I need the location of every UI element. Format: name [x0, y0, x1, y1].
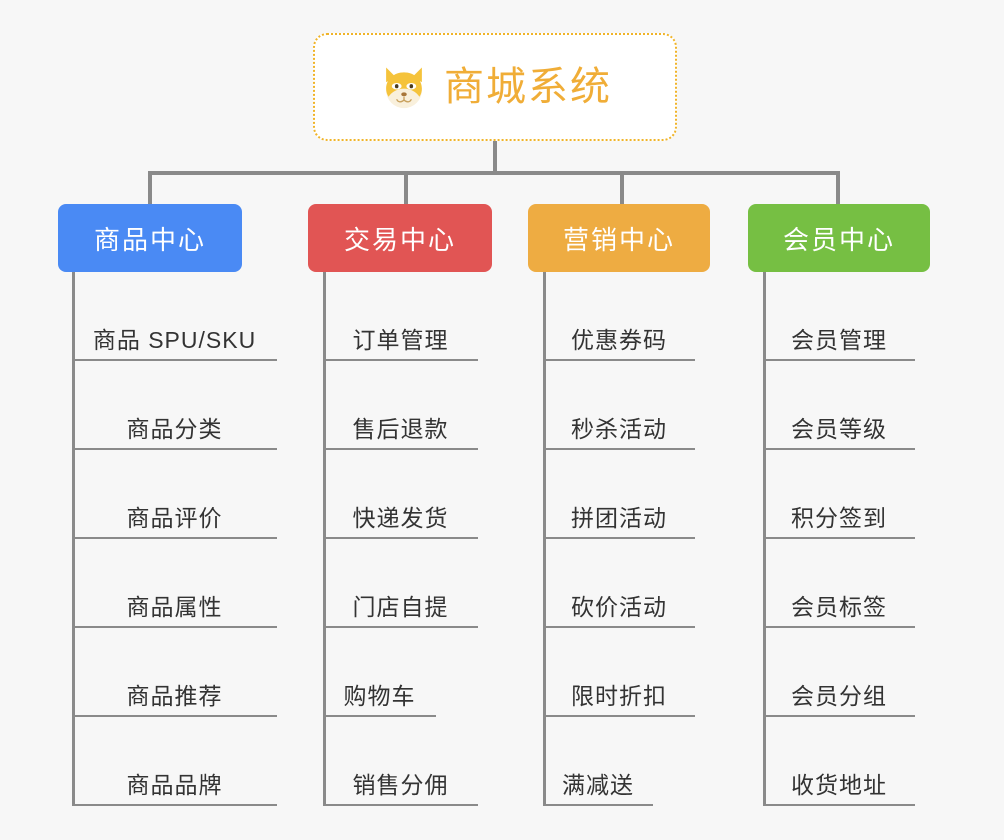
leaf-item[interactable]: 商品品牌	[72, 717, 277, 806]
leaf-item[interactable]: 快递发货	[323, 450, 478, 539]
connector-drop-product-center	[148, 171, 152, 204]
leaf-item[interactable]: 拼团活动	[543, 450, 695, 539]
leaf-spine-trade-center	[323, 272, 326, 806]
leaf-item-label: 销售分佣	[352, 771, 449, 798]
leaf-item-label: 会员标签	[791, 593, 887, 620]
leaf-item[interactable]: 会员管理	[763, 272, 915, 361]
leaf-item-label: 订单管理	[352, 326, 449, 353]
leaf-item-label: 限时折扣	[571, 682, 667, 709]
branch-header-label: 商品中心	[93, 224, 206, 255]
leaf-item-label: 拼团活动	[571, 504, 667, 531]
leaf-item[interactable]: 商品评价	[72, 450, 277, 539]
leaf-spine-product-center	[72, 272, 75, 806]
leaf-item-label: 会员等级	[791, 415, 887, 442]
leaf-item-label: 商品品牌	[126, 771, 223, 798]
branch-header-trade-center[interactable]: 交易中心	[308, 204, 492, 272]
branch-header-label: 交易中心	[343, 224, 456, 255]
leaf-item-label: 购物车	[343, 682, 416, 709]
leaf-item[interactable]: 积分签到	[763, 450, 915, 539]
root-node-title: 商城系统	[444, 65, 612, 109]
leaf-item[interactable]: 砍价活动	[543, 539, 695, 628]
leaf-item[interactable]: 销售分佣	[323, 717, 478, 806]
root-node-shop-system[interactable]: 商城系统	[313, 33, 677, 141]
leaf-item[interactable]: 商品属性	[72, 539, 277, 628]
connector-horizontal-bus	[148, 171, 840, 175]
leaf-item[interactable]: 订单管理	[323, 272, 478, 361]
leaf-item-label: 会员管理	[791, 326, 887, 353]
leaf-item-label: 商品属性	[126, 593, 223, 620]
leaf-item[interactable]: 优惠券码	[543, 272, 695, 361]
leaf-column-marketing-center: 优惠券码秒杀活动拼团活动砍价活动限时折扣满减送	[543, 272, 735, 806]
leaf-item[interactable]: 收货地址	[763, 717, 915, 806]
connector-root-stem	[493, 141, 497, 173]
shiba-dog-face-icon	[386, 67, 422, 109]
leaf-spine-marketing-center	[543, 272, 546, 806]
branch-header-label: 营销中心	[562, 224, 675, 255]
leaf-item[interactable]: 售后退款	[323, 361, 478, 450]
branch-header-marketing-center[interactable]: 营销中心	[528, 204, 710, 272]
leaf-item[interactable]: 满减送	[543, 717, 653, 806]
leaf-item-label: 快递发货	[352, 504, 449, 531]
leaf-item-label: 秒杀活动	[571, 415, 667, 442]
leaf-item[interactable]: 限时折扣	[543, 628, 695, 717]
leaf-item-label: 售后退款	[352, 415, 449, 442]
leaf-item-label: 门店自提	[352, 593, 449, 620]
leaf-column-member-center: 会员管理会员等级积分签到会员标签会员分组收货地址	[763, 272, 955, 806]
connector-drop-trade-center	[404, 171, 408, 204]
leaf-item-label: 商品推荐	[126, 682, 223, 709]
branch-header-member-center[interactable]: 会员中心	[748, 204, 930, 272]
leaf-item-label: 会员分组	[791, 682, 887, 709]
leaf-item[interactable]: 会员分组	[763, 628, 915, 717]
leaf-column-trade-center: 订单管理售后退款快递发货门店自提购物车销售分佣	[323, 272, 518, 806]
leaf-item[interactable]: 商品推荐	[72, 628, 277, 717]
connector-drop-marketing-center	[620, 171, 624, 204]
leaf-item-label: 优惠券码	[571, 326, 667, 353]
leaf-item[interactable]: 商品 SPU/SKU	[72, 272, 277, 361]
leaf-spine-member-center	[763, 272, 766, 806]
leaf-item-label: 商品 SPU/SKU	[92, 326, 257, 353]
branch-header-label: 会员中心	[782, 224, 895, 255]
leaf-item-label: 满减送	[562, 771, 634, 798]
leaf-item[interactable]: 门店自提	[323, 539, 478, 628]
leaf-item[interactable]: 秒杀活动	[543, 361, 695, 450]
leaf-item-label: 砍价活动	[571, 593, 667, 620]
branch-header-product-center[interactable]: 商品中心	[58, 204, 242, 272]
leaf-item[interactable]: 会员等级	[763, 361, 915, 450]
leaf-item-label: 积分签到	[791, 504, 887, 531]
leaf-column-product-center: 商品 SPU/SKU 商品分类商品评价商品属性商品推荐商品品牌	[72, 272, 317, 806]
connector-drop-member-center	[836, 171, 840, 204]
leaf-item[interactable]: 会员标签	[763, 539, 915, 628]
leaf-item-label: 收货地址	[791, 771, 887, 798]
leaf-item-label: 商品评价	[126, 504, 223, 531]
leaf-item-label: 商品分类	[126, 415, 223, 442]
leaf-item[interactable]: 购物车	[323, 628, 436, 717]
leaf-item[interactable]: 商品分类	[72, 361, 277, 450]
